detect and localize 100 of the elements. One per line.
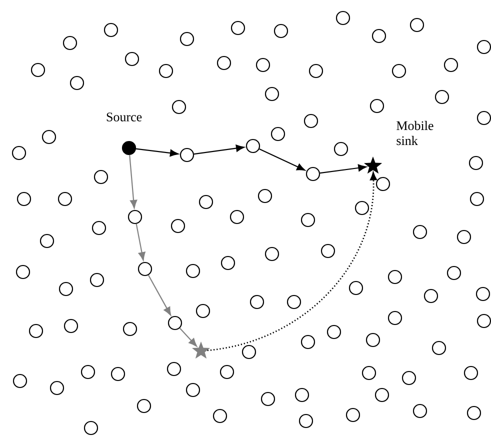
sensor-node [432, 340, 446, 356]
sensor-node [90, 272, 104, 288]
sensor-node [180, 32, 194, 46]
arrow [136, 224, 146, 261]
sensor-node [348, 280, 364, 296]
sensor-node [434, 90, 450, 104]
sensor-node [250, 294, 264, 310]
sensor-node [104, 22, 118, 38]
sensor-node [58, 192, 72, 206]
sensor-node [294, 388, 310, 402]
sensor-node [412, 224, 428, 240]
sensor-node [170, 218, 186, 234]
sensor-node [40, 234, 54, 248]
source-node [122, 140, 136, 156]
arrow [320, 164, 367, 174]
node-label: Mobile sink [396, 120, 434, 146]
sensor-node [300, 212, 316, 228]
sensor-node [166, 362, 182, 376]
arrow [194, 144, 244, 155]
sensor-node [366, 332, 380, 348]
sensor-node [258, 188, 272, 204]
sensor-node [370, 98, 384, 114]
sensor-node [308, 64, 324, 78]
sensor-node [362, 366, 376, 380]
sensor-node [286, 294, 302, 310]
sensor-node [220, 256, 236, 270]
sensor-node [94, 170, 108, 184]
sensor-node [376, 176, 390, 192]
sensor-node [64, 318, 78, 334]
sensor-node [388, 310, 402, 326]
sensor-node [298, 414, 314, 428]
sensor-node [476, 110, 491, 126]
sensor-node [468, 156, 484, 170]
sensor-node [246, 138, 260, 154]
sensor-node [16, 192, 32, 206]
sensor-node [346, 408, 360, 422]
sensor-node [464, 366, 478, 380]
sensor-node [138, 262, 152, 276]
sensor-node [158, 64, 174, 78]
sensor-node [12, 374, 28, 388]
sensor-node [124, 52, 140, 66]
sink-star [192, 342, 210, 359]
sensor-node [180, 148, 194, 162]
sensor-node [388, 270, 402, 284]
sensor-node [476, 286, 490, 302]
sensor-node [12, 146, 26, 160]
sensor-node [92, 220, 106, 236]
arrow [259, 148, 306, 171]
sensor-node [186, 382, 200, 398]
sensor-node [16, 264, 30, 280]
sensor-node [70, 76, 84, 90]
sensor-node [230, 20, 246, 36]
sensor-node [372, 28, 386, 44]
sensor-node [444, 58, 458, 72]
sensor-node [392, 64, 406, 78]
sensor-node [50, 380, 64, 396]
sensor-node [300, 334, 316, 350]
sensor-node [220, 364, 234, 380]
sensor-node [168, 316, 182, 330]
sensor-node [198, 194, 214, 210]
arrow [179, 328, 197, 347]
sensor-node [334, 142, 348, 156]
sensor-node [196, 304, 210, 318]
sensor-node [470, 192, 484, 206]
sensor-node [58, 282, 74, 296]
sensor-node [136, 398, 152, 414]
sensor-node [354, 200, 370, 216]
sensor-node [456, 230, 472, 244]
sensor-node [304, 114, 318, 128]
sensor-node [80, 364, 96, 380]
sensor-node [336, 10, 350, 26]
arrow [136, 148, 178, 157]
sensor-node [326, 324, 342, 340]
sensor-node [256, 58, 270, 72]
sensor-node [270, 126, 286, 142]
sensor-node [62, 36, 78, 50]
sensor-node [476, 40, 491, 54]
sensor-node [110, 366, 126, 382]
sensor-node [466, 406, 482, 420]
sensor-node [186, 264, 200, 278]
sensor-node [28, 324, 44, 338]
sensor-node [410, 18, 424, 32]
sensor-node [128, 210, 142, 224]
sensor-node [84, 420, 98, 436]
sensor-node [242, 344, 256, 360]
sensor-node [172, 100, 186, 114]
arrow [207, 172, 377, 352]
sensor-node [306, 166, 320, 182]
sensor-node [274, 24, 288, 38]
sensor-node [212, 408, 228, 424]
sensor-node [412, 404, 428, 418]
arrow [129, 154, 138, 208]
sensor-node [374, 388, 390, 402]
sensor-node [122, 322, 138, 336]
node-label: Source [106, 112, 142, 122]
sink-star [364, 156, 382, 174]
sensor-node [424, 288, 438, 304]
sensor-node [216, 56, 232, 70]
sensor-node [320, 244, 336, 258]
sensor-node [264, 86, 280, 102]
